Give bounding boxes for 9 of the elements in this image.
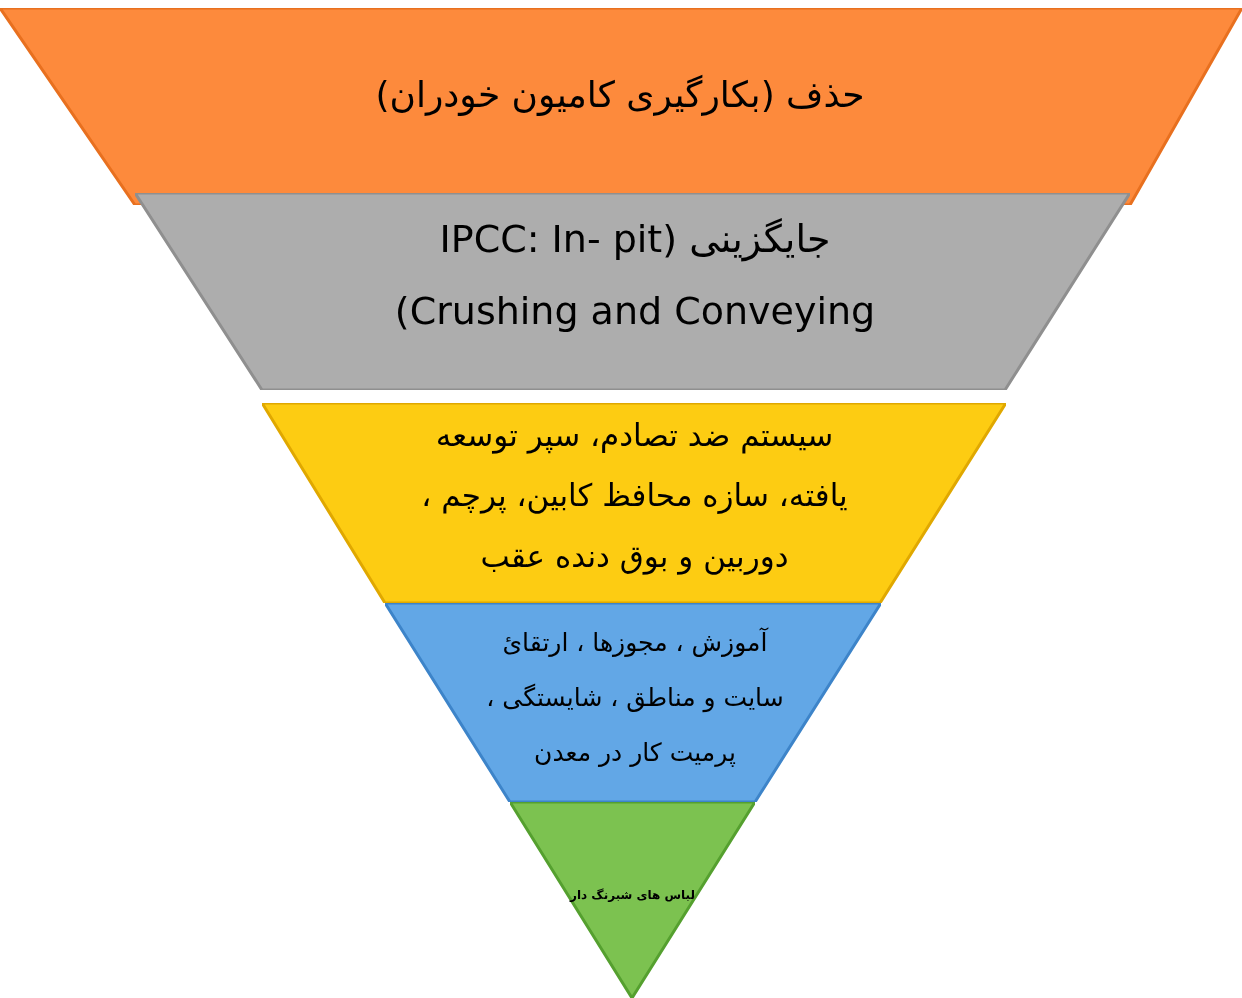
band-label: جایگزینی (IPCC: In- pit Crushing and Conveying) — [393, 216, 877, 336]
band-label: حذف (بکارگیری کامیون خودران) — [374, 73, 866, 118]
pyramid-band — [135, 193, 1130, 390]
pyramid-band — [0, 8, 1242, 205]
band-label: آموزش ، مجوزها ، ارتقائ سایت و مناطق ، شایستگی ، پرمیت کار در معدن — [485, 626, 785, 769]
pyramid-band — [262, 403, 1006, 603]
pyramid-band — [385, 603, 881, 802]
band-label: سیستم ضد تصادم، سپر توسعه یافته، سازه محافظ کابین، پرچم ، دوربین و بوق دنده عقب — [420, 416, 849, 577]
band-label: لباس های شبرنگ دار — [568, 888, 696, 904]
